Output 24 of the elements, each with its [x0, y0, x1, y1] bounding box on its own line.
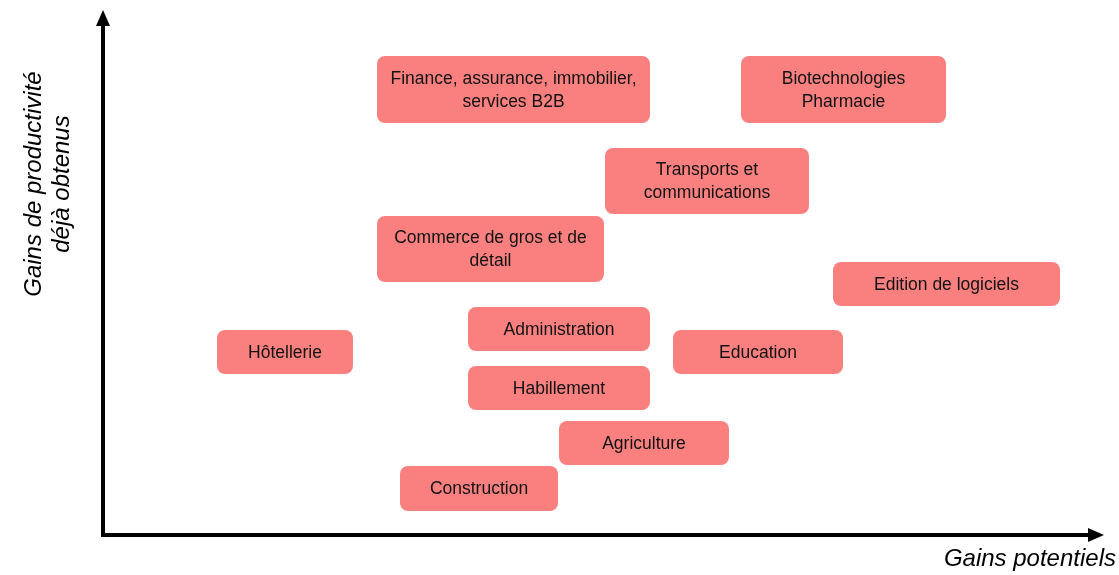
- sector-label: Transports et communications: [642, 158, 772, 204]
- sector-label: Commerce de gros et de détail: [393, 226, 588, 272]
- sector-label: Finance, assurance, immobilier, services B2B: [389, 66, 638, 113]
- sector-label: Hôtellerie: [248, 340, 322, 364]
- sector-box: [217, 330, 353, 374]
- sector-label: Edition de logiciels: [874, 272, 1019, 296]
- axis-title: Gains de productivité déjà obtenus: [19, 70, 75, 299]
- sector-box: [605, 148, 809, 214]
- sector-box: [468, 366, 650, 410]
- sector-box: [468, 307, 650, 351]
- axis-title: Gains potentiels: [942, 544, 1116, 572]
- sector-label: Education: [719, 340, 797, 364]
- sector-label: Agriculture: [602, 431, 686, 455]
- sector-box: [741, 56, 946, 123]
- sector-label: Habillement: [512, 376, 606, 400]
- sector-box: [377, 56, 650, 123]
- sector-label: Biotechnologies Pharmacie: [780, 66, 907, 113]
- sector-box: [833, 262, 1060, 306]
- sector-label: Administration: [503, 317, 615, 341]
- sector-box: [377, 216, 604, 282]
- sector-box: [400, 466, 558, 511]
- sector-box: [673, 330, 843, 374]
- sector-label: Construction: [429, 477, 529, 500]
- sector-box: [559, 421, 729, 465]
